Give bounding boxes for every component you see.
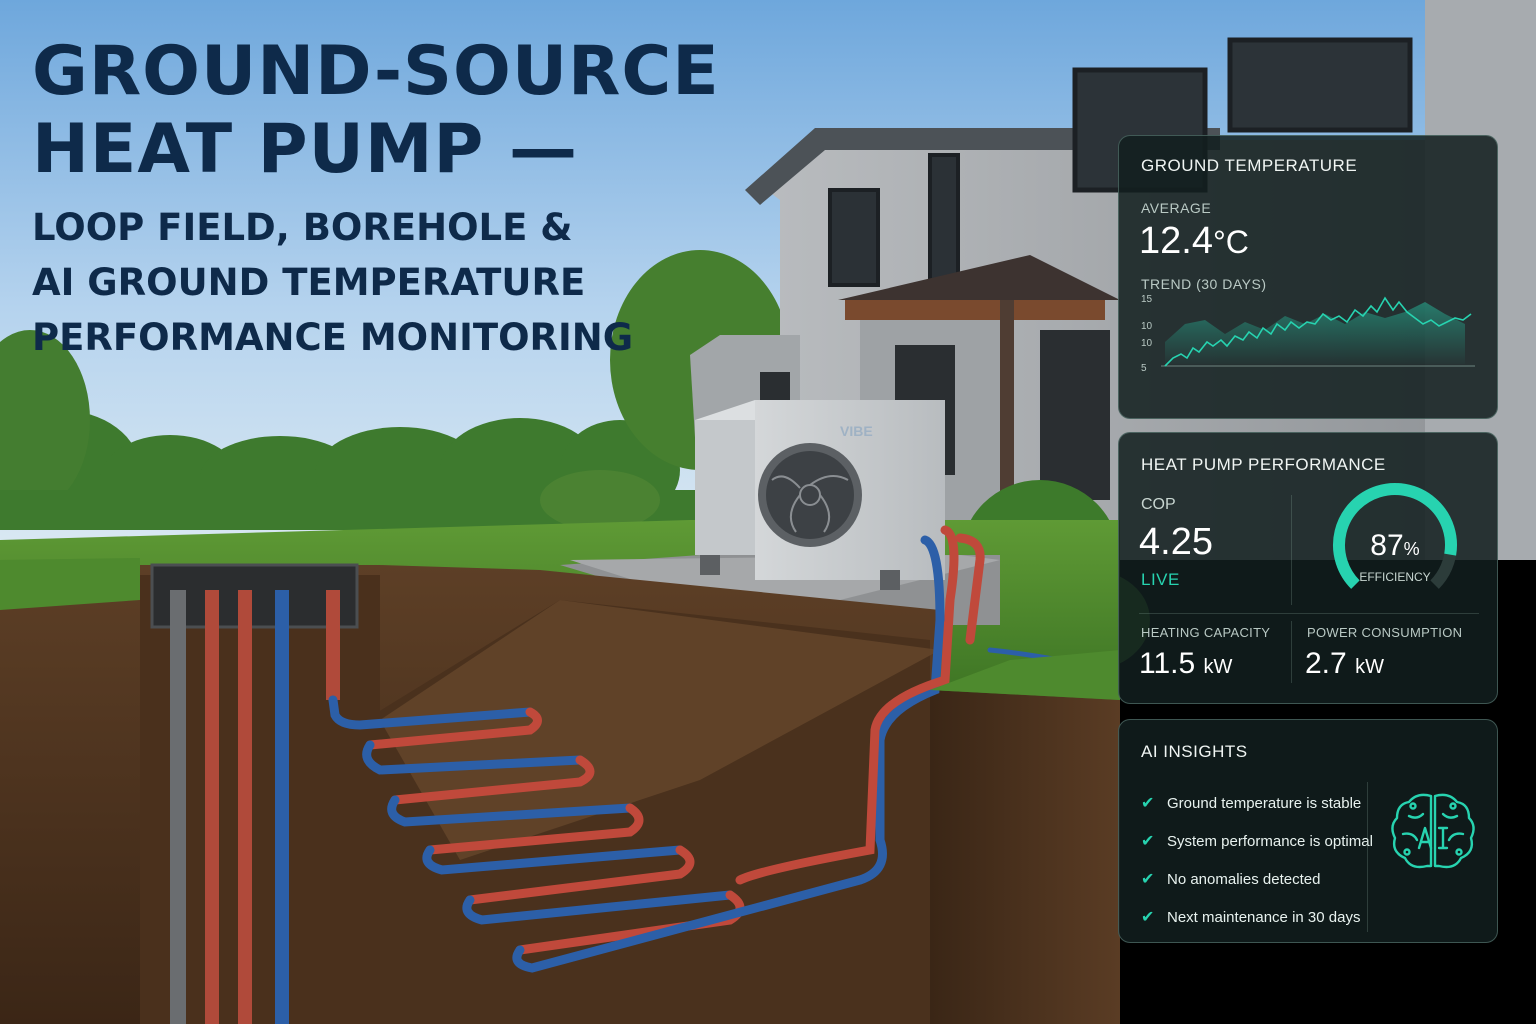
ai-brain-icon: [1391, 793, 1475, 869]
subheadline-line-1: LOOP FIELD, BOREHOLE &: [32, 206, 573, 249]
list-item: ✔No anomalies detected: [1141, 870, 1321, 889]
average-label: AVERAGE: [1141, 200, 1212, 216]
power-consumption-label: POWER CONSUMPTION: [1307, 625, 1463, 640]
y-tick-10-upper: 10: [1141, 321, 1153, 332]
loop-field: [328, 525, 1113, 973]
average-temperature: 12.4°C: [1139, 220, 1249, 263]
power-consumption-unit: kW: [1355, 656, 1384, 678]
list-item: ✔System performance is optimal: [1141, 832, 1373, 851]
power-consumption: 2.7 kW: [1305, 647, 1384, 681]
headline-line-2: HEAT PUMP —: [32, 110, 579, 189]
check-icon: ✔: [1141, 909, 1155, 926]
heating-capacity-value: 11.5: [1139, 647, 1196, 680]
gauge-fill: [1333, 483, 1457, 589]
headline: GROUND-SOURCE HEAT PUMP — LOOP FIELD, BO…: [32, 38, 720, 365]
y-tick-15: 15: [1141, 294, 1153, 305]
trend-band: [1165, 302, 1465, 364]
y-tick-10: 10: [1141, 338, 1153, 349]
cop-label: COP: [1141, 496, 1176, 513]
live-status-badge: LIVE: [1141, 570, 1180, 589]
ai-insights-heading: AI INSIGHTS: [1141, 742, 1248, 761]
efficiency-value: 87%: [1370, 529, 1419, 562]
efficiency-label: EFFICIENCY: [1359, 570, 1430, 584]
average-temperature-value: 12.4: [1139, 220, 1213, 262]
divider: [1139, 613, 1479, 614]
insights-list: ✔Ground temperature is stable ✔System pe…: [1141, 784, 1373, 936]
y-tick-5: 5: [1141, 363, 1147, 374]
heat-pump-performance-panel: HEAT PUMP PERFORMANCE COP 4.25 LIVE 87% …: [1118, 432, 1498, 704]
ground-temperature-panel: GROUND TEMPERATURE AVERAGE 12.4°C TREND …: [1118, 135, 1498, 419]
temperature-trend-sparkline: 15 10 10 5: [1141, 294, 1475, 374]
average-temperature-unit: °C: [1212, 224, 1249, 260]
check-icon: ✔: [1141, 871, 1155, 888]
fan-icon: [771, 475, 849, 533]
trend-line: [1164, 296, 1472, 367]
headline-line-1: GROUND-SOURCE: [32, 32, 720, 111]
check-icon: ✔: [1141, 833, 1155, 850]
list-item: ✔Ground temperature is stable: [1141, 794, 1362, 813]
ground-temperature-heading: GROUND TEMPERATURE: [1141, 156, 1358, 175]
subheadline-line-3: PERFORMANCE MONITORING: [32, 316, 634, 359]
divider: [1367, 782, 1368, 932]
divider: [1291, 495, 1292, 605]
heating-capacity-unit: kW: [1203, 656, 1233, 678]
check-icon: ✔: [1141, 795, 1155, 812]
list-item: ✔Next maintenance in 30 days: [1141, 908, 1361, 927]
heating-capacity: 11.5 kW: [1139, 647, 1232, 681]
borehole-manifold: [150, 563, 359, 1024]
performance-heading: HEAT PUMP PERFORMANCE: [1141, 455, 1386, 474]
front-grass: [930, 650, 1120, 700]
ai-insights-panel: AI INSIGHTS ✔Ground temperature is stabl…: [1118, 719, 1498, 943]
unit-badge: VIBE: [840, 423, 873, 439]
heating-capacity-label: HEATING CAPACITY: [1141, 625, 1271, 640]
cop-value: 4.25: [1139, 521, 1213, 563]
trend-label: TREND (30 DAYS): [1141, 276, 1267, 292]
subheadline-line-2: AI GROUND TEMPERATURE: [32, 261, 586, 304]
divider: [1291, 621, 1292, 683]
power-consumption-value: 2.7: [1305, 647, 1347, 680]
efficiency-gauge: 87% EFFICIENCY: [1333, 483, 1457, 589]
